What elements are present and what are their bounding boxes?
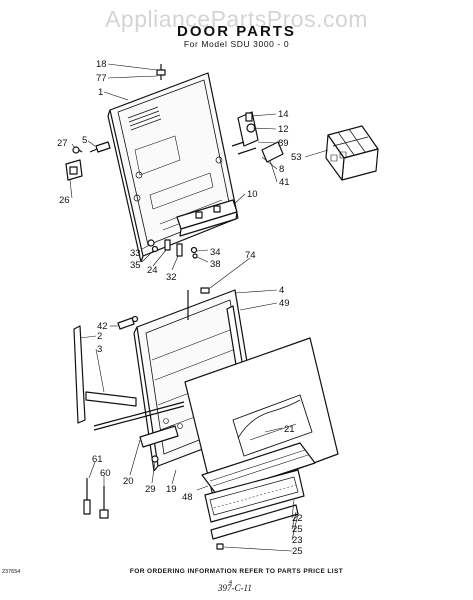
callout-35: 35 (130, 260, 141, 271)
callout-1: 1 (98, 87, 103, 98)
latch-assembly (231, 111, 284, 163)
callout-10: 10 (247, 189, 258, 200)
model-subtitle: For Model SDU 3000 - 0 (183, 39, 290, 49)
callout-20: 20 (123, 476, 134, 487)
callout-74: 74 (245, 250, 256, 261)
callout-49: 49 (279, 298, 290, 309)
hinge-bracket (65, 141, 111, 181)
callout-27: 27 (57, 138, 68, 149)
callout-33: 33 (130, 248, 141, 259)
callout-labels: 18 77 1 27 5 26 14 12 89 53 8 41 10 33 3… (57, 59, 303, 557)
callout-38: 38 (210, 259, 221, 270)
document-code: 237654 (2, 569, 21, 575)
callout-18: 18 (96, 59, 107, 70)
callout-29: 29 (145, 484, 156, 495)
page-number: 4 (229, 580, 233, 586)
callout-19: 19 (166, 484, 177, 495)
callout-41: 41 (279, 177, 290, 188)
clip-part (200, 287, 210, 294)
callout-32: 32 (166, 272, 177, 283)
callout-22: 22 (292, 513, 303, 524)
callout-12: 12 (278, 124, 289, 135)
page-title: DOOR PARTS (177, 23, 296, 40)
callout-53: 53 (291, 152, 302, 163)
small-hardware-parts (147, 239, 198, 259)
callout-89: 89 (278, 138, 289, 149)
watermark: AppliancePartsPros.com (105, 6, 368, 32)
callout-61: 61 (92, 454, 103, 465)
callout-60: 60 (100, 468, 111, 479)
door-handle-bracket (176, 199, 238, 237)
callout-25-upper: 25 (292, 524, 303, 535)
leader-lines (69, 63, 329, 552)
callout-5: 5 (82, 135, 87, 146)
kick-panel (201, 442, 316, 496)
handwritten-note: 397-C-11 (218, 583, 252, 593)
callout-34: 34 (210, 247, 221, 258)
callout-4: 4 (279, 285, 284, 296)
left-side-trim (73, 315, 139, 424)
callout-3: 3 (97, 344, 102, 355)
callout-23: 23 (292, 535, 303, 546)
callout-21: 21 (284, 424, 295, 435)
callout-8: 8 (279, 164, 284, 175)
inner-door-panel (107, 72, 239, 263)
callout-48: 48 (182, 492, 193, 503)
screw-part (156, 64, 166, 80)
callout-14: 14 (278, 109, 289, 120)
callout-26: 26 (59, 195, 70, 206)
bottom-rail (93, 401, 185, 463)
ordering-info-footer: FOR ORDERING INFORMATION REFER TO PARTS … (129, 568, 344, 575)
callout-25-lower: 25 (292, 546, 303, 557)
bottom-kick-plate (204, 469, 305, 550)
spring-assembly (83, 478, 109, 519)
detergent-dispenser-basket (325, 125, 379, 181)
callout-77: 77 (96, 73, 107, 84)
callout-2: 2 (97, 331, 102, 342)
callout-24: 24 (147, 265, 158, 276)
callout-42: 42 (97, 321, 108, 332)
